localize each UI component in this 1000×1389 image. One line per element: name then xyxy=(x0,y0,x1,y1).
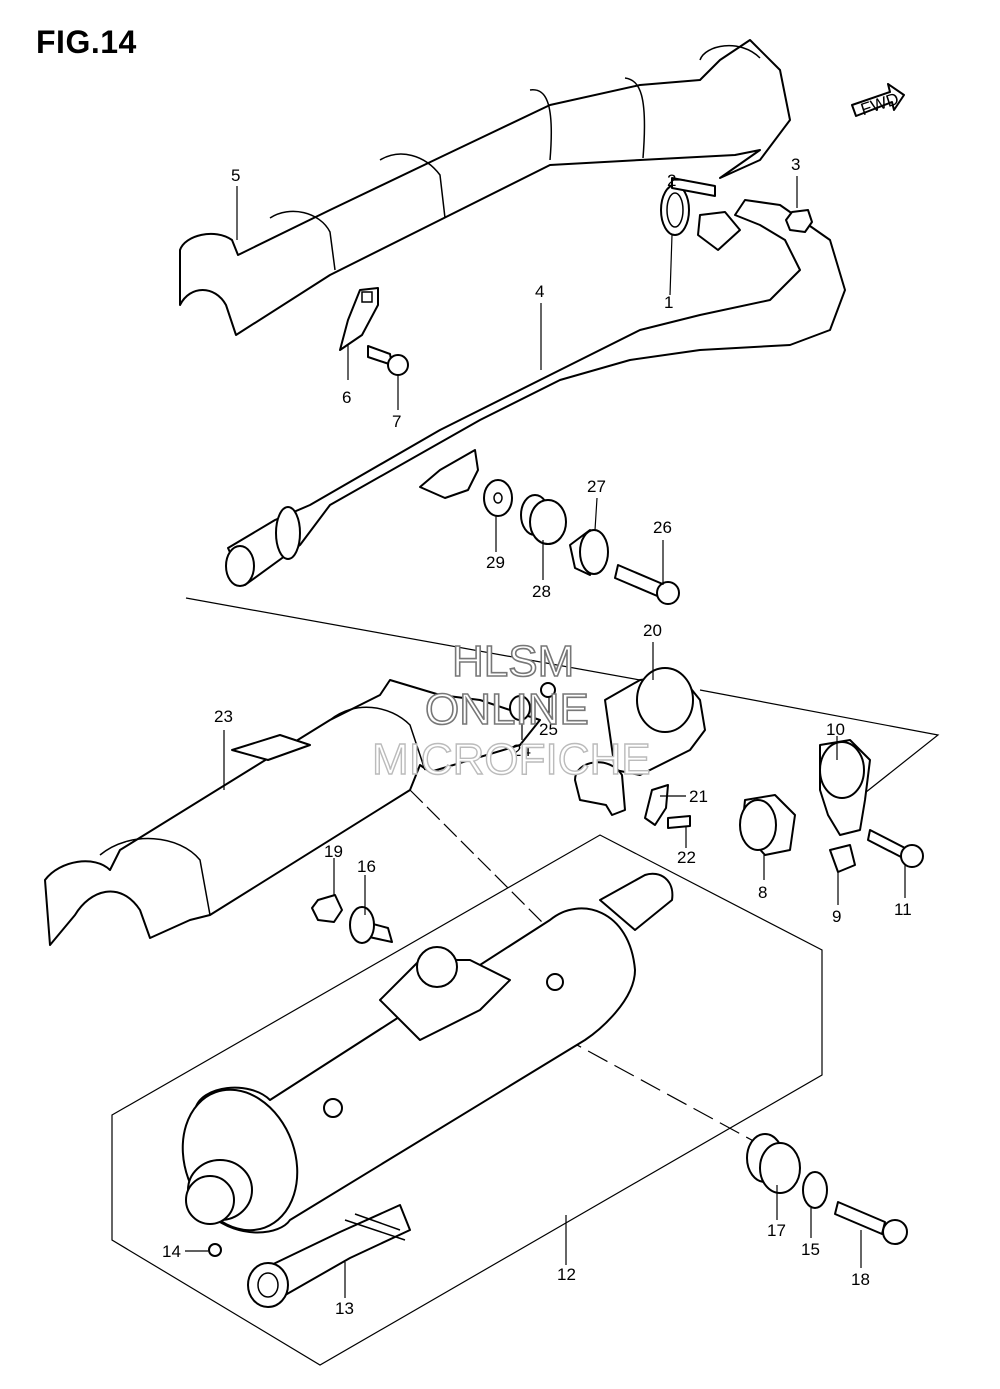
connector-pipe xyxy=(574,667,706,816)
callout-19: 19 xyxy=(324,842,343,861)
callout-29: 29 xyxy=(486,553,505,572)
callout-25: 25 xyxy=(539,720,558,739)
callout-5: 5 xyxy=(231,166,240,185)
callout-12: 12 xyxy=(557,1265,576,1284)
callout-16: 16 xyxy=(357,857,376,876)
muffler-body xyxy=(181,872,674,1234)
mount-bolt-26 xyxy=(614,564,680,605)
muffler-mount-nut-19 xyxy=(311,894,343,923)
callout-1: 1 xyxy=(664,293,673,312)
callout-18: 18 xyxy=(851,1270,870,1289)
callout-8: 8 xyxy=(758,883,767,902)
watermark: HLSM ONLINE MICROFICHE xyxy=(371,636,651,785)
callout-4: 4 xyxy=(535,282,544,301)
rubber-spacer xyxy=(739,794,796,856)
callout-17: 17 xyxy=(767,1221,786,1240)
callout-9: 9 xyxy=(832,907,841,926)
muffler-group-frame xyxy=(111,834,823,1366)
exhaust-pipe xyxy=(225,199,846,587)
heat-shield-bracket xyxy=(339,287,379,351)
callout-2: 2 xyxy=(667,171,676,190)
callout-11: 11 xyxy=(894,900,912,919)
forward-arrow-icon: FWD xyxy=(851,83,905,119)
exhaust-gasket xyxy=(660,184,690,236)
heat-shield-bolt xyxy=(367,345,409,376)
callout-6: 6 xyxy=(342,388,351,407)
shield-screw-25 xyxy=(540,682,556,698)
callout-21: 21 xyxy=(689,787,708,806)
muffler-heat-shield xyxy=(44,679,541,946)
connector-bolt xyxy=(667,815,691,829)
watermark-line-1: HLSM xyxy=(452,637,574,686)
connector-clamp xyxy=(644,784,669,826)
callout-15: 15 xyxy=(801,1240,820,1259)
shield-collar-24 xyxy=(509,695,531,721)
mount-bushing-28 xyxy=(520,494,567,545)
clamp-bolt xyxy=(867,829,924,868)
heat-shield-upper xyxy=(179,39,791,336)
clamp-collar xyxy=(829,844,856,873)
callout-3: 3 xyxy=(791,155,800,174)
callout-leaders xyxy=(185,176,906,1298)
callout-14: 14 xyxy=(162,1242,181,1261)
callout-10: 10 xyxy=(826,720,845,739)
watermark-line-3: MICROFICHE xyxy=(372,735,651,784)
callout-20: 20 xyxy=(643,621,662,640)
callout-7: 7 xyxy=(392,412,401,431)
muffler-washer-15 xyxy=(802,1171,828,1209)
forward-arrow-label: FWD xyxy=(858,89,901,119)
watermark-line-2: ONLINE xyxy=(425,685,589,734)
callout-27: 27 xyxy=(587,477,606,496)
callout-23: 23 xyxy=(214,707,233,726)
exhaust-stud xyxy=(671,177,716,197)
callout-24: 24 xyxy=(512,741,531,760)
exhaust-nut xyxy=(785,209,813,233)
callout-13: 13 xyxy=(335,1299,354,1318)
callout-28: 28 xyxy=(532,582,551,601)
muffler-mount-collar-16 xyxy=(349,906,393,944)
figure-title: FIG.14 xyxy=(36,24,137,60)
muffler-clamp-bracket xyxy=(819,739,871,836)
callout-22: 22 xyxy=(677,848,696,867)
muffler-bolt-18 xyxy=(834,1201,908,1245)
spark-arrester xyxy=(247,1204,411,1308)
mount-collar-27 xyxy=(569,529,609,576)
muffler-bushing-17 xyxy=(746,1133,801,1194)
callout-26: 26 xyxy=(653,518,672,537)
spark-arrester-screw xyxy=(208,1243,222,1257)
mount-washer-29 xyxy=(483,479,513,517)
